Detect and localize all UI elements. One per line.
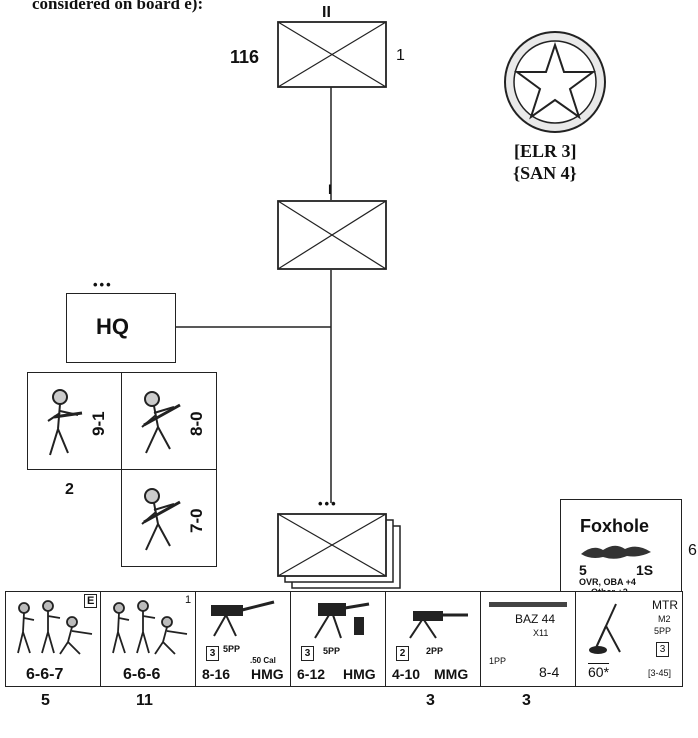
san-label: {SAN 4} — [513, 163, 577, 184]
unit-count: 5 — [41, 692, 50, 710]
machine-gun-icon — [206, 600, 276, 638]
mg-value: 4-10 — [392, 666, 420, 682]
mg-type: HMG — [343, 666, 376, 682]
elite-badge: E — [84, 594, 97, 608]
fp-box: 3 — [656, 642, 669, 657]
battalion-right-label: 1 — [396, 47, 405, 65]
bazooka-counter: BAZ 44 X11 1PP 8-4 — [480, 591, 576, 687]
foxhole-count: 6 — [688, 542, 697, 560]
mg-value: 6-12 — [297, 666, 325, 682]
hq-box: HQ — [66, 293, 176, 363]
leader-rating: 9-1 — [89, 406, 109, 436]
foxhole-title: Foxhole — [580, 516, 649, 537]
mortar-icon — [586, 598, 632, 656]
mmg-counter: 2 2PP 4-10 MMG — [385, 591, 481, 687]
platoon-stack-symbol — [277, 513, 407, 593]
mg-type: MMG — [434, 666, 468, 682]
portage: 1PP — [489, 656, 506, 666]
foxhole-left: 5 — [579, 562, 587, 578]
foxhole-line1: OVR, OBA +4 — [579, 577, 636, 587]
unit-count: 11 — [136, 692, 153, 710]
leader-counter-9-1: 9-1 — [27, 372, 122, 470]
portage: 5PP — [223, 644, 240, 654]
weapon-value: 8-4 — [539, 664, 559, 680]
weapon-x: X11 — [533, 628, 548, 638]
mg-type: HMG — [251, 666, 284, 682]
soldier-icon — [40, 387, 84, 459]
squad-soldiers-icon — [105, 598, 193, 656]
weapon-model: M2 — [658, 614, 671, 624]
star-roundel-icon — [501, 28, 609, 136]
unit-count: 3 — [426, 692, 435, 710]
mg-value: 8-16 — [202, 666, 230, 682]
soldier-icon — [134, 387, 182, 459]
machine-gun-icon — [305, 600, 375, 640]
leader-counter-8-0: 8-0 — [121, 372, 217, 470]
bazooka-icon — [487, 600, 571, 610]
mortar-counter: MTR M2 5PP 3 60* [3-45] — [575, 591, 683, 687]
battalion-size-mark: II — [322, 4, 331, 22]
caliber: .50 Cal — [250, 656, 276, 665]
hq-size-mark: ••• — [93, 277, 113, 292]
portage: 5PP — [323, 646, 340, 656]
squad-value: 6-6-7 — [26, 666, 63, 684]
weapon-range: [3-45] — [648, 668, 671, 678]
hq-label: HQ — [96, 314, 129, 340]
soldier-icon — [134, 484, 182, 556]
battalion-symbol — [277, 21, 387, 88]
leaders-count: 2 — [65, 481, 74, 499]
company-symbol — [277, 200, 387, 270]
fp-box: 3 — [206, 646, 219, 661]
foxhole-right: 1S — [636, 562, 653, 578]
machine-gun-icon — [400, 606, 470, 640]
foxhole-icon — [579, 540, 659, 562]
squad-value: 6-6-6 — [123, 666, 160, 684]
fp-box: 3 — [301, 646, 314, 661]
portage: 5PP — [654, 626, 671, 636]
weapon-name: MTR — [652, 598, 678, 612]
squad-badge: 1 — [185, 594, 191, 606]
portage: 2PP — [426, 646, 443, 656]
fp-box: 2 — [396, 646, 409, 661]
weapon-value: 60* — [588, 664, 609, 680]
company-size-mark: I — [328, 181, 332, 197]
hmg50-counter: 3 5PP .50 Cal 8-16 HMG — [195, 591, 291, 687]
foxhole-counter: Foxhole 5 1S OVR, OBA +4 Other +2 — [560, 499, 682, 597]
header-text: considered on board e): — [32, 0, 203, 14]
squad-counter-667: E 6-6-7 — [5, 591, 101, 687]
platoon-size-mark: ••• — [318, 496, 338, 511]
battalion-left-label: 116 — [230, 47, 259, 68]
unit-count: 3 — [522, 692, 531, 710]
weapon-name: BAZ 44 — [515, 612, 555, 626]
leader-rating: 8-0 — [187, 406, 207, 436]
squad-counter-666: 1 6-6-6 — [100, 591, 196, 687]
leader-counter-7-0: 7-0 — [121, 469, 217, 567]
elr-label: [ELR 3] — [514, 141, 577, 162]
hmg-counter: 3 5PP 6-12 HMG — [290, 591, 386, 687]
leader-rating: 7-0 — [187, 503, 207, 533]
